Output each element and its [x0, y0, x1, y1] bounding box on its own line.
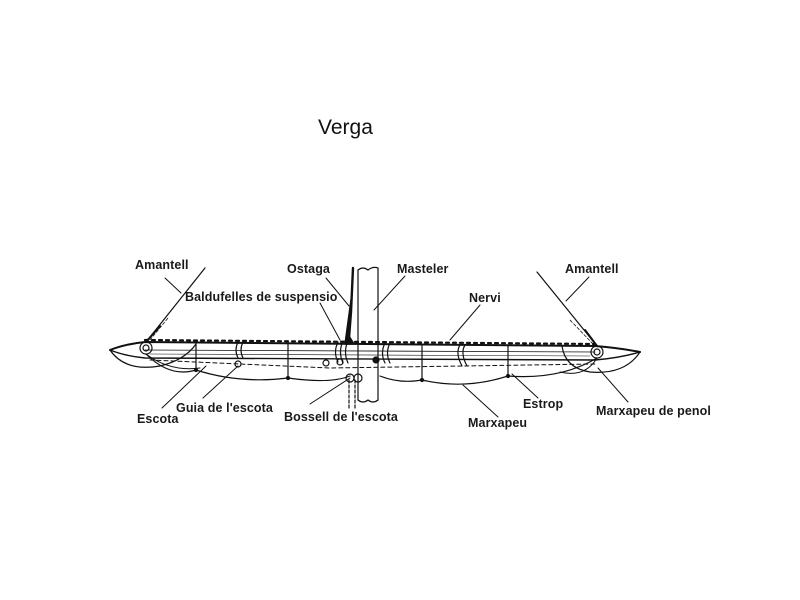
- label-amantell-right: Amantell: [565, 262, 619, 276]
- label-guia-escota: Guia de l'escota: [176, 401, 273, 415]
- topmast: [357, 266, 379, 403]
- leader-nervi: [449, 304, 481, 341]
- label-bossell-escota: Bossell de l'escota: [284, 410, 398, 424]
- right-yardarm-footrope: [561, 345, 641, 373]
- label-marxapeu-penol: Marxapeu de penol: [596, 404, 711, 418]
- leader-marxapeu-penol: [597, 367, 629, 403]
- left-yardarm-footrope: [109, 343, 197, 368]
- jackstay: [143, 338, 597, 346]
- leader-estrop: [511, 373, 539, 399]
- leader-escota: [161, 365, 207, 409]
- leader-marxapeu: [462, 384, 499, 418]
- leader-masteler: [373, 275, 406, 311]
- leader-amantell-right: [565, 276, 590, 302]
- leader-bossell-escota: [309, 377, 351, 405]
- label-masteler: Masteler: [397, 262, 449, 276]
- label-baldufelles: Baldufelles de suspensio: [185, 290, 338, 304]
- label-ostaga: Ostaga: [287, 262, 330, 276]
- label-escota: Escota: [137, 412, 179, 426]
- footrope: [145, 353, 351, 382]
- yard-lower-edge: [109, 349, 641, 361]
- label-marxapeu: Marxapeu: [468, 416, 528, 430]
- label-nervi: Nervi: [469, 291, 501, 305]
- label-amantell-left: Amantell: [135, 258, 189, 272]
- leader-ostaga: [325, 277, 350, 307]
- leader-baldufelles: [319, 302, 341, 341]
- label-estrop: Estrop: [523, 397, 564, 411]
- yard-upper-edge: [109, 341, 641, 353]
- diagram-title: Verga: [318, 116, 373, 139]
- leader-guia-escota: [202, 365, 239, 399]
- leader-amantell-left: [164, 277, 182, 294]
